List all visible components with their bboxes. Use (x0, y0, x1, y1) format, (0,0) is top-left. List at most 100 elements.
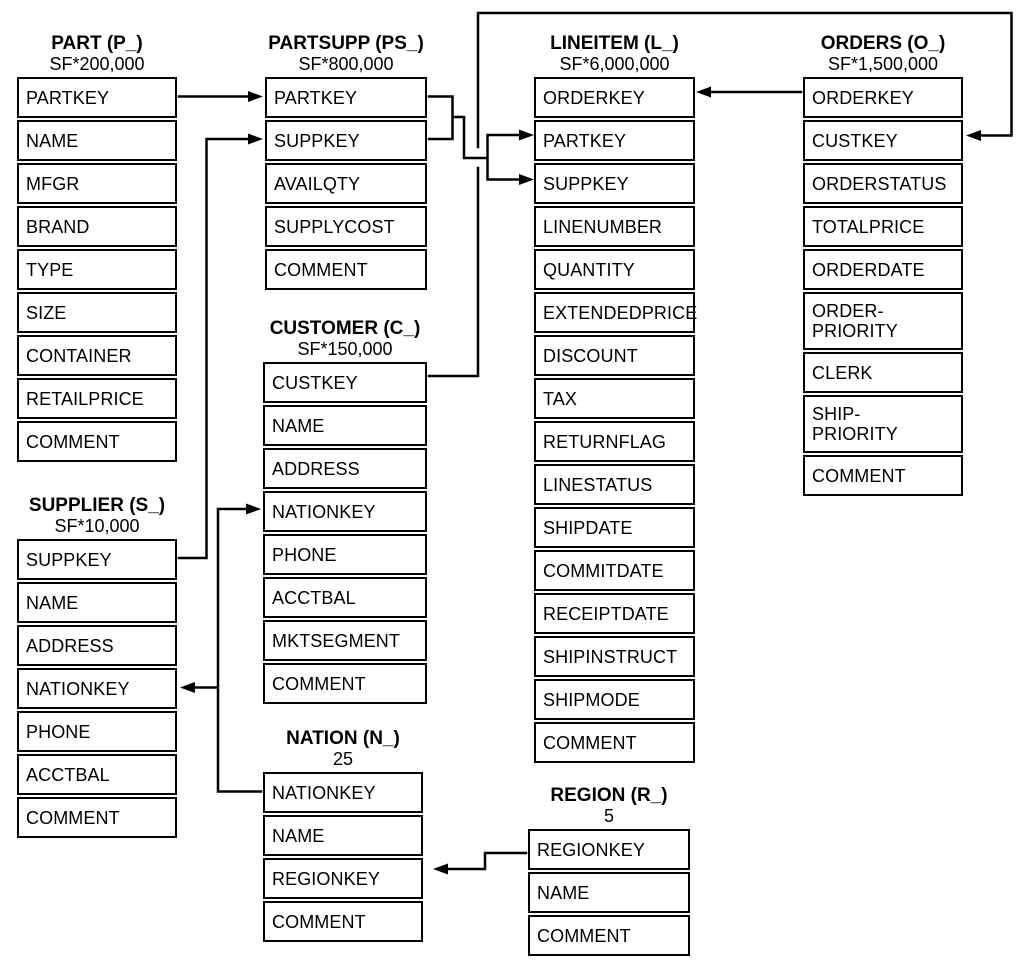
part-columns: PARTKEY NAME MFGR BRAND TYPE SIZE CONTAINER RET… (17, 77, 177, 462)
lineitem-column-shipinstruct: SHIPINSTRUCT (534, 636, 695, 677)
column-label: SUPPKEY (543, 173, 629, 194)
column-label: CONTAINER (26, 345, 132, 366)
customer-column-nationkey: NATIONKEY (263, 491, 427, 532)
customer-column-address: ADDRESS (263, 448, 427, 489)
column-label: SHIP- PRIORITY (812, 404, 898, 444)
lineitem-column-comment: COMMENT (534, 722, 695, 763)
column-label: COMMITDATE (543, 560, 664, 581)
column-label: ORDERKEY (543, 87, 645, 108)
orders-column-ship-priority: SHIP- PRIORITY (803, 395, 963, 453)
region-column-name: NAME (528, 872, 690, 913)
customer-header: CUSTOMER (C_)SF*150,000 (263, 313, 427, 362)
column-label: RETURNFLAG (543, 431, 667, 452)
column-label: EXTENDEDPRICE (543, 302, 698, 323)
column-label: SIZE (26, 302, 67, 323)
arrowhead-icon (248, 133, 263, 145)
partsupp-column-availqty: AVAILQTY (265, 163, 427, 204)
column-label: PARTKEY (274, 87, 358, 108)
lineitem-column-receiptdate: RECEIPTDATE (534, 593, 695, 634)
arrowhead-icon (248, 91, 263, 102)
column-label: CLERK (812, 362, 873, 383)
column-label: PHONE (272, 544, 337, 565)
supplier-column-nationkey: NATIONKEY (17, 668, 177, 709)
partsupp-column-comment: COMMENT (265, 249, 427, 290)
column-label: NAME (272, 415, 325, 436)
arrowhead-icon (519, 129, 534, 141)
orders-column-orderstatus: ORDERSTATUS (803, 163, 963, 204)
fk-region-regionkey-to-nation (433, 851, 528, 875)
column-label: PARTKEY (26, 87, 110, 108)
column-label: COMMENT (812, 465, 906, 486)
supplier-column-comment: COMMENT (17, 797, 177, 838)
customer-column-mktsegment: MKTSEGMENT (263, 620, 427, 661)
column-label: ORDERDATE (812, 259, 925, 280)
column-label: TAX (543, 388, 577, 409)
lineitem-column-tax: TAX (534, 378, 695, 419)
orders-column-orderdate: ORDERDATE (803, 249, 963, 290)
column-label: TYPE (26, 259, 74, 280)
lineitem-column-suppkey: SUPPKEY (534, 163, 695, 204)
column-label: COMMENT (26, 807, 120, 828)
column-label: COMMENT (543, 732, 637, 753)
partsupp-column-partkey: PARTKEY (265, 77, 427, 118)
orders-column-clerk: CLERK (803, 352, 963, 393)
supplier-column-acctbal: ACCTBAL (17, 754, 177, 795)
column-label: BRAND (26, 216, 90, 237)
column-label: MFGR (26, 173, 80, 194)
column-label: MKTSEGMENT (272, 630, 401, 651)
arrowhead-icon (246, 503, 261, 515)
column-label: COMMENT (272, 673, 366, 694)
column-label: TOTALPRICE (812, 216, 925, 237)
column-label: NATIONKEY (26, 678, 130, 699)
column-label: REGIONKEY (537, 839, 645, 860)
partsupp-table-title: PARTSUPP (PS_) (268, 33, 424, 54)
column-label: COMMENT (274, 259, 368, 280)
partsupp-column-suppkey: SUPPKEY (265, 120, 427, 161)
nation-header: NATION (N_)25 (263, 723, 423, 772)
partsupp-cardinality: SF*800,000 (298, 54, 394, 74)
column-label: ORDERSTATUS (812, 173, 947, 194)
part-cardinality: SF*200,000 (49, 54, 145, 74)
arrowhead-icon (180, 682, 195, 693)
column-label: RETAILPRICE (26, 388, 144, 409)
partsupp-header: PARTSUPP (PS_)SF*800,000 (265, 28, 427, 77)
column-label: NATIONKEY (272, 782, 376, 803)
orders-cardinality: SF*1,500,000 (827, 54, 939, 74)
column-label: DISCOUNT (543, 345, 638, 366)
column-label: LINESTATUS (543, 474, 653, 495)
nation-column-comment: COMMENT (263, 901, 423, 942)
nation-column-regionkey: REGIONKEY (263, 858, 423, 899)
column-label: ADDRESS (26, 635, 114, 656)
column-label: NAME (26, 130, 79, 151)
lineitem-column-orderkey: ORDERKEY (534, 77, 695, 118)
column-label: QUANTITY (543, 259, 635, 280)
part-column-type: TYPE (17, 249, 177, 290)
column-label: PHONE (26, 721, 91, 742)
lineitem-table-title: LINEITEM (L_) (550, 33, 679, 54)
customer-table-title: CUSTOMER (C_) (269, 318, 421, 339)
orders-column-order-priority: ORDER- PRIORITY (803, 292, 963, 350)
column-label: ADDRESS (272, 458, 360, 479)
column-label: RECEIPTDATE (543, 603, 669, 624)
region-column-comment: COMMENT (528, 915, 690, 956)
part-column-comment: COMMENT (17, 421, 177, 462)
part-column-partkey: PARTKEY (17, 77, 177, 118)
column-label: SUPPKEY (26, 549, 112, 570)
lineitem-column-linenumber: LINENUMBER (534, 206, 695, 247)
orders-column-orderkey: ORDERKEY (803, 77, 963, 118)
customer-column-comment: COMMENT (263, 663, 427, 704)
arrowhead-icon (519, 174, 534, 185)
column-label: ACCTBAL (272, 587, 356, 608)
lineitem-column-quantity: QUANTITY (534, 249, 695, 290)
supplier-column-suppkey: SUPPKEY (17, 539, 177, 580)
customer-column-acctbal: ACCTBAL (263, 577, 427, 618)
fk-part-partkey-to-partsupp (177, 91, 263, 102)
